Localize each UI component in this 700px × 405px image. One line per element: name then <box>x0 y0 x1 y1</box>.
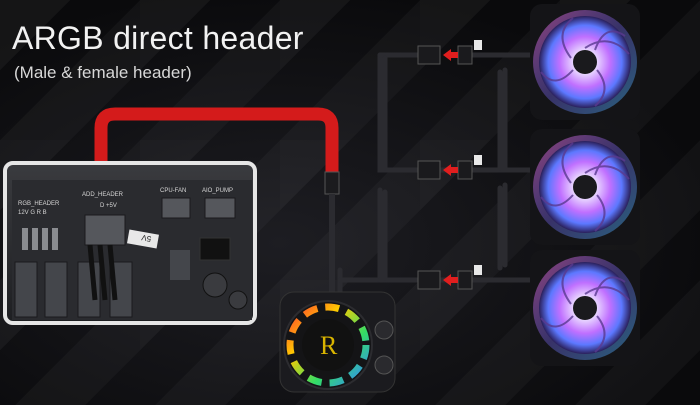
arrow-left-icon <box>443 49 458 61</box>
plug-label: 5V <box>140 233 152 244</box>
cpu-fan-label: CPU-FAN <box>160 188 186 194</box>
rgb-pins-label: 12V G R B <box>18 210 47 216</box>
add-header-label: ADD_HEADER <box>82 192 124 198</box>
page-subtitle: (Male & female header) <box>14 63 192 82</box>
red-routing-arrow <box>94 107 339 172</box>
fan-bottom <box>530 250 640 366</box>
connector-middle <box>417 155 482 180</box>
aio-pump: R <box>279 291 396 393</box>
fan-top <box>530 4 640 120</box>
aio-argb-plug <box>324 171 340 195</box>
arrow-left-icon <box>443 274 458 286</box>
aio-pump-label: AIO_PUMP <box>202 188 233 194</box>
connector-top <box>417 40 482 65</box>
pump-logo: R <box>320 331 338 360</box>
rgb-header-label: RGB_HEADER <box>18 201 60 207</box>
page-title: ARGB direct header <box>12 20 304 56</box>
add-pins-label: D +5V <box>100 203 117 209</box>
connector-bottom <box>417 265 482 290</box>
arrow-left-icon <box>443 164 458 176</box>
motherboard-inset: RGB_HEADER 12V G R B ADD_HEADER D +5V 5V… <box>3 161 257 325</box>
fan-middle <box>530 129 640 245</box>
